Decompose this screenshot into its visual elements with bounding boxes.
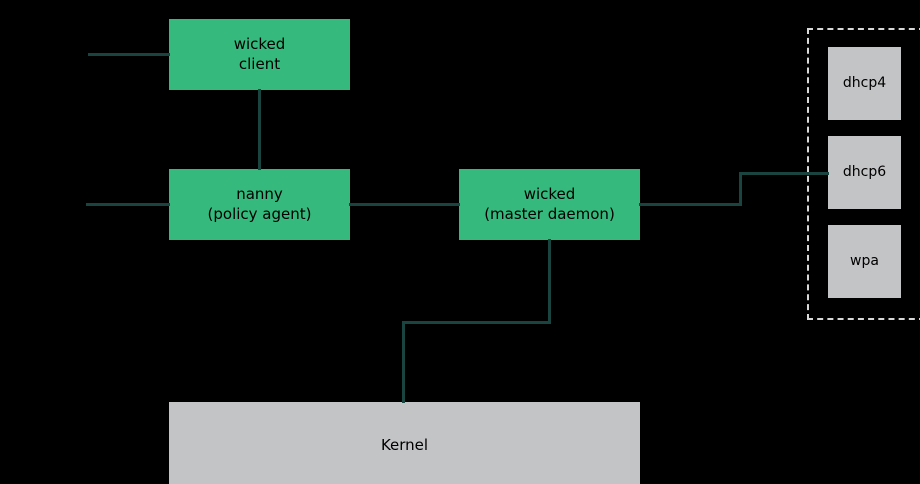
node-dhcp6[interactable]: dhcp6 bbox=[828, 136, 901, 209]
edge-wicked-master-to-kernel-segment-3 bbox=[402, 321, 405, 403]
node-nanny[interactable]: nanny (policy agent) bbox=[169, 169, 350, 240]
edge-wicked-master-to-dhcp6-segment-3 bbox=[739, 172, 829, 175]
edge-wicked-master-to-dhcp6-segment-2 bbox=[739, 172, 742, 206]
edge-wicked-master-to-dhcp6-segment-1 bbox=[639, 203, 742, 206]
edge-wicked-master-to-kernel-segment-1 bbox=[548, 239, 551, 324]
node-kernel[interactable]: Kernel bbox=[169, 402, 640, 484]
node-dhcp4[interactable]: dhcp4 bbox=[828, 47, 901, 120]
node-wpa[interactable]: wpa bbox=[828, 225, 901, 298]
edge-wicked-master-to-kernel-segment-2 bbox=[402, 321, 551, 324]
node-wicked-client[interactable]: wicked client bbox=[169, 19, 350, 90]
edge-external-to-nanny bbox=[86, 203, 170, 206]
edge-wicked-client-to-nanny bbox=[258, 89, 261, 170]
edge-nanny-to-wicked-master bbox=[349, 203, 460, 206]
node-wicked-master[interactable]: wicked (master daemon) bbox=[459, 169, 640, 240]
edge-external-to-wicked-client bbox=[88, 53, 170, 56]
